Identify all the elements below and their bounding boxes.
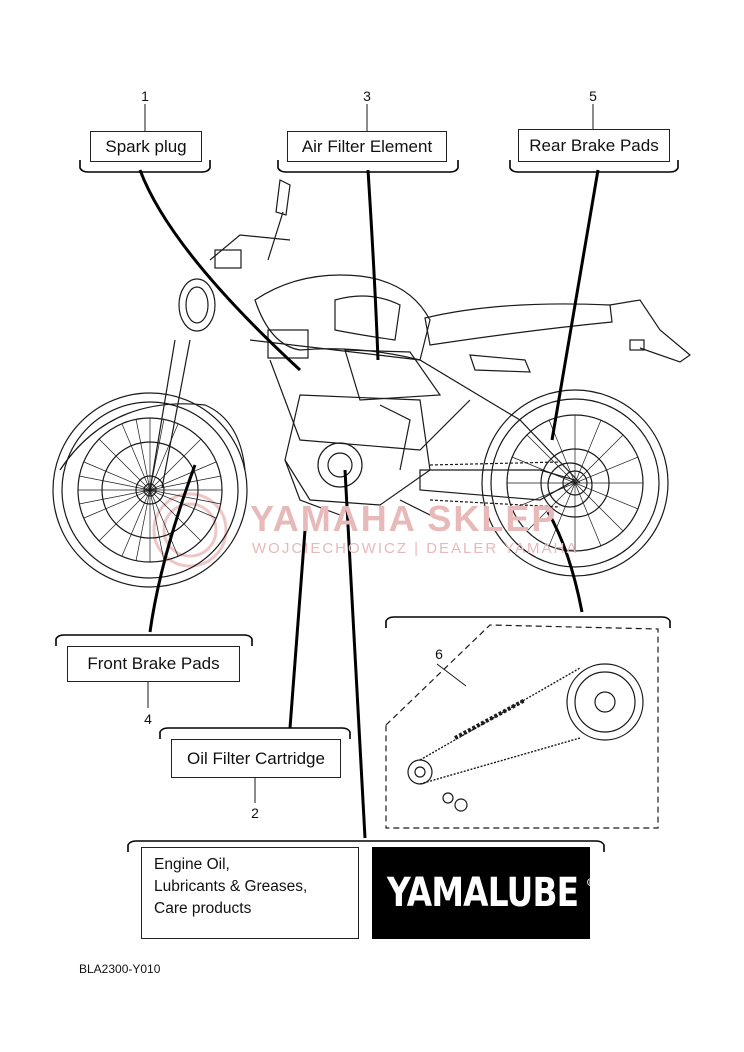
bike-body [249,274,691,484]
watermark-emblem [152,492,228,568]
part-number-1: 1 [141,88,149,104]
part-number-2: 2 [251,805,259,821]
product-line-3: Care products [154,900,252,917]
rear-wheel [481,389,669,577]
registered-mark: ® [585,875,597,889]
front-end [59,179,291,491]
yamalube-logo: YAMALUBE ® [372,847,597,939]
yamalube-logo-text: YAMALUBE [387,870,579,916]
product-line-2: Lubricants & Greases, [154,878,308,895]
label-brackets [55,160,679,852]
label-front-brake-pads: Front Brake Pads [67,646,240,682]
part-number-5: 5 [589,88,597,104]
watermark-brand: YAMAHA SKLEP [250,498,558,539]
engine [284,394,441,521]
label-air-filter-element: Air Filter Element [287,131,447,162]
leader-lines [138,169,600,839]
number-ticks [144,104,594,803]
part-number-3: 3 [363,88,371,104]
part-number-6: 6 [435,646,443,662]
label-rear-brake-pads: Rear Brake Pads [518,129,670,162]
lubricants-box: Engine Oil, Lubricants & Greases, Care p… [141,847,359,939]
label-spark-plug: Spark plug [90,131,202,162]
label-oil-filter-cartridge: Oil Filter Cartridge [171,739,341,778]
swingarm [419,461,593,508]
product-line-1: Engine Oil, [154,856,230,873]
diagram-code: BLA2300-Y010 [79,962,161,976]
watermark-dealer: WOJCIECHOWICZ | DEALER YAMAHA [252,540,579,557]
part-number-4: 4 [144,711,152,727]
chain-kit [385,624,659,829]
